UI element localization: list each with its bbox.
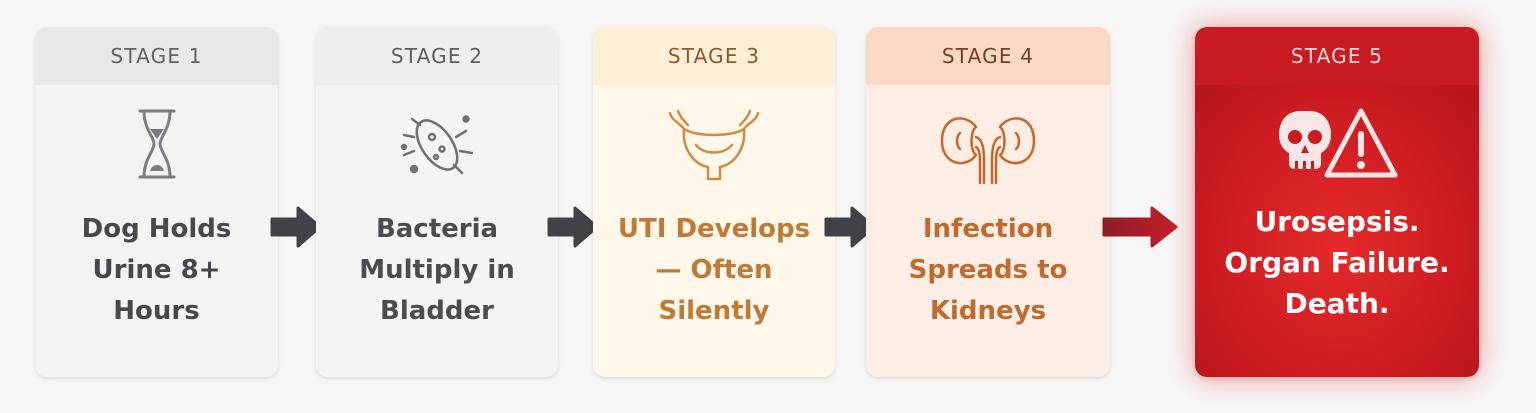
- stage-2-card: STAGE 2 Bacteria Multiply in Blad: [316, 27, 558, 377]
- arrow-1-icon: [270, 206, 322, 248]
- warning-icon: [1324, 108, 1398, 178]
- stage-1-label: STAGE 1: [35, 27, 278, 85]
- bacteria-icon: [316, 107, 558, 187]
- arrow-3-icon: [824, 206, 876, 248]
- skull-icon: [1279, 111, 1331, 169]
- stage-2-title: Bacteria Multiply in Bladder: [359, 214, 515, 326]
- stage-3-label: STAGE 3: [593, 27, 835, 85]
- stage-4-label: STAGE 4: [866, 27, 1110, 85]
- stage-1-title: Dog Holds Urine 8+ Hours: [81, 214, 232, 326]
- stage-3-card: STAGE 3 UTI Develops — Often Silently: [593, 27, 835, 377]
- stage-5-card: STAGE 5 Urosepsi: [1195, 27, 1479, 377]
- stage-1-body: Dog Holds Urine 8+ Hours: [35, 85, 278, 377]
- stage-2-body: Bacteria Multiply in Bladder: [316, 85, 558, 377]
- stage-2-label: STAGE 2: [316, 27, 558, 85]
- stage-4-card: STAGE 4 Infection Spreads to Kidneys: [866, 27, 1110, 377]
- stage-5-title: Urosepsis. Organ Failure. Death.: [1224, 205, 1450, 320]
- bladder-icon: [593, 107, 835, 187]
- skull-warning-icon: [1195, 105, 1479, 185]
- stage-1-card: STAGE 1 Dog Holds Urine 8+ Hours: [35, 27, 278, 377]
- kidneys-icon: [866, 107, 1110, 187]
- stage-5-body: Urosepsis. Organ Failure. Death.: [1195, 85, 1479, 377]
- hourglass-icon: [35, 107, 278, 187]
- stage-4-title: Infection Spreads to Kidneys: [908, 214, 1068, 326]
- stage-5-label: STAGE 5: [1195, 27, 1479, 85]
- stage-3-body: UTI Develops — Often Silently: [593, 85, 835, 377]
- stage-3-title: UTI Develops — Often Silently: [617, 214, 811, 326]
- stage-4-body: Infection Spreads to Kidneys: [866, 85, 1110, 377]
- arrow-4-icon: [1102, 206, 1178, 248]
- arrow-2-icon: [547, 206, 599, 248]
